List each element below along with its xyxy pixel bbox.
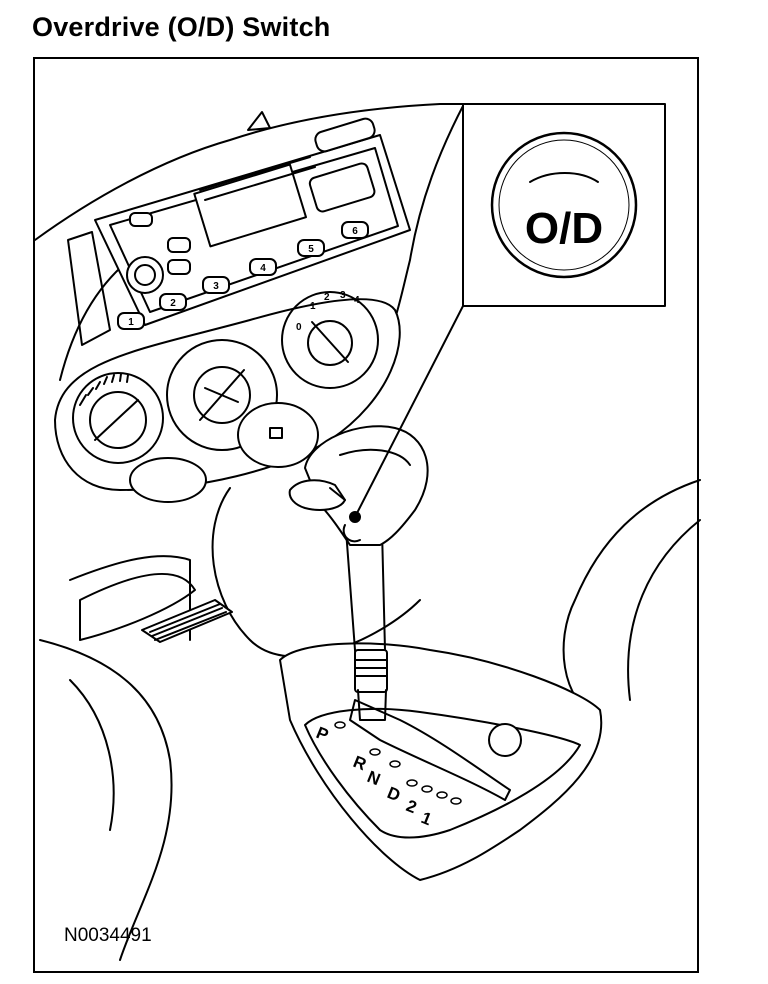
fan-speed-4: 4 bbox=[354, 295, 360, 306]
radio-display bbox=[193, 163, 308, 248]
shifter-slot bbox=[349, 699, 511, 801]
radio-tape-button bbox=[314, 117, 376, 153]
radio-ta-button bbox=[167, 237, 191, 253]
illustration-frame bbox=[33, 57, 699, 973]
callout-od-button-outer bbox=[490, 131, 638, 279]
left-air-vent bbox=[67, 231, 111, 346]
figure-reference-number: N0034491 bbox=[64, 925, 152, 946]
rear-defrost-button bbox=[237, 402, 319, 468]
temperature-knob-bezel bbox=[72, 372, 164, 464]
gear-knob bbox=[304, 425, 429, 546]
callout-box bbox=[462, 103, 666, 307]
console-left-edge bbox=[69, 555, 191, 641]
callout-leader-line bbox=[354, 305, 464, 518]
radio-preset-3 bbox=[202, 276, 230, 294]
air-distribution-knob-bezel bbox=[166, 339, 278, 451]
radio-pty-button bbox=[167, 259, 191, 275]
radio-preset-2-label: 2 bbox=[170, 298, 176, 309]
radio-preset-1-label: 1 bbox=[128, 317, 134, 328]
left-seat bbox=[39, 639, 173, 961]
hazard-switch bbox=[247, 111, 271, 131]
radio-seek-panel bbox=[308, 162, 376, 213]
radio-volume-knob bbox=[126, 256, 164, 294]
callout-od-button-inner bbox=[498, 139, 630, 271]
radio-preset-1 bbox=[117, 312, 145, 330]
fan-speed-2: 2 bbox=[324, 292, 330, 303]
dashboard-top-edge bbox=[34, 103, 465, 241]
console-tray bbox=[79, 573, 196, 641]
radio-preset-2 bbox=[159, 293, 187, 311]
cassette-slot-2 bbox=[204, 166, 316, 201]
fan-speed-0: 0 bbox=[296, 322, 302, 333]
radio-preset-6-label: 6 bbox=[352, 226, 358, 237]
right-seat bbox=[562, 479, 701, 721]
gear-lever-collar bbox=[354, 649, 388, 693]
radio-preset-5 bbox=[297, 239, 325, 257]
fan-speed-1: 1 bbox=[310, 301, 316, 312]
shift-lock-release-button bbox=[488, 723, 522, 757]
radio-preset-4-label: 4 bbox=[260, 263, 266, 274]
fan-speed-knob-bezel bbox=[281, 291, 379, 389]
cassette-slot bbox=[199, 156, 311, 191]
radio-preset-6 bbox=[341, 221, 369, 239]
callout-od-indicator-arc bbox=[529, 172, 599, 183]
radio-aux-button bbox=[129, 212, 153, 227]
radio-preset-5-label: 5 bbox=[308, 244, 314, 255]
page-title: Overdrive (O/D) Switch bbox=[32, 12, 331, 42]
fan-speed-3: 3 bbox=[340, 290, 346, 301]
radio-preset-3-label: 3 bbox=[213, 281, 219, 292]
callout-od-label: O/D bbox=[525, 204, 603, 253]
recirculation-button bbox=[129, 457, 207, 503]
radio-preset-4 bbox=[249, 258, 277, 276]
center-console bbox=[211, 487, 421, 658]
